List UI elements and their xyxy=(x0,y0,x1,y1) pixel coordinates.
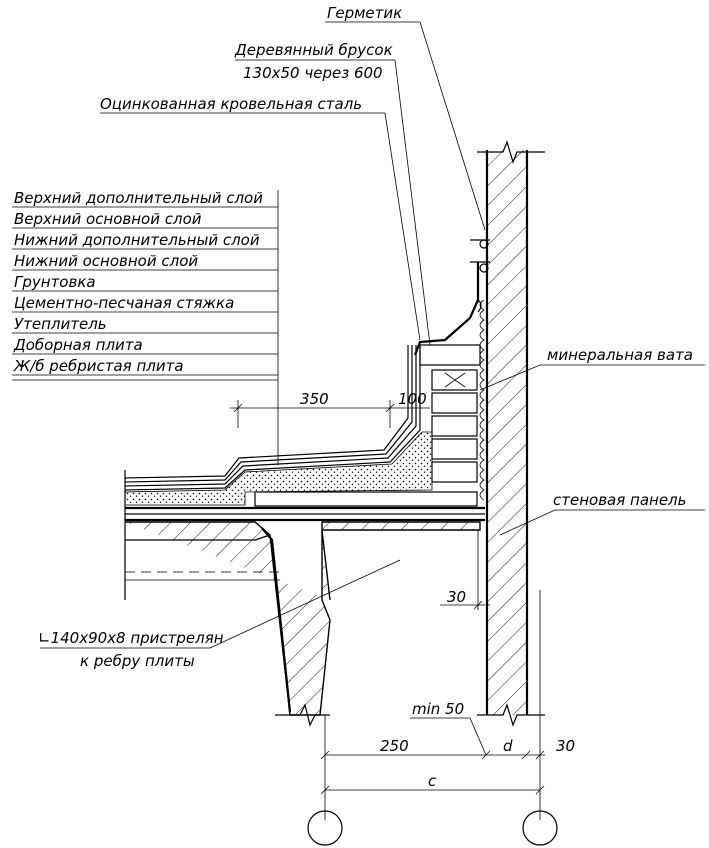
galvanized-flashing xyxy=(413,239,490,356)
leader-lines xyxy=(12,21,705,649)
dim-d: d xyxy=(503,737,513,755)
layer-label: Грунтовка xyxy=(14,273,96,291)
extra-slab xyxy=(125,506,485,522)
dimension-lines xyxy=(230,400,558,846)
cement-screed xyxy=(124,431,433,506)
dim-30-bottom: 30 xyxy=(556,737,575,755)
layer-label: Цементно-песчаная стяжка xyxy=(14,294,234,312)
ribbed-slab xyxy=(124,470,481,727)
label-angle-line2: к ребру плиты xyxy=(80,652,195,670)
layer-label: Верхний основной слой xyxy=(14,210,202,228)
label-wall-panel: стеновая панель xyxy=(553,491,686,509)
dim-min50: min 50 xyxy=(412,700,464,718)
dim-30-mid: 30 xyxy=(447,588,466,606)
roof-membranes xyxy=(124,345,421,491)
dim-100: 100 xyxy=(398,390,427,408)
insulation-block xyxy=(254,491,478,507)
wall-panel xyxy=(477,140,545,727)
axis-marker-left xyxy=(307,810,343,846)
dim-350: 350 xyxy=(300,390,329,408)
layer-label: Утеплитель xyxy=(14,315,107,333)
axis-marker-right xyxy=(522,810,558,846)
label-wood-bar-2: 130х50 через 600 xyxy=(243,64,383,82)
layer-label: Ж/б ребристая плита xyxy=(13,357,184,375)
label-sealant: Герметик xyxy=(327,4,402,22)
layer-label: Верхний дополнительный слой xyxy=(14,189,263,207)
dim-c: c xyxy=(428,772,437,790)
layer-label: Нижний основной слой xyxy=(14,252,198,270)
layer-label: Доборная плита xyxy=(13,336,143,354)
mineral-wool-strip xyxy=(479,299,485,501)
layer-label: Нижний дополнительный слой xyxy=(14,231,260,249)
dim-250: 250 xyxy=(380,737,409,755)
wood-bars xyxy=(419,344,481,483)
label-angle-line1: ∟140х90х8 пристрелян xyxy=(38,629,224,647)
label-mineral-wool: минеральная вата xyxy=(547,346,693,364)
label-wood-bar-1: Деревянный брусок xyxy=(234,41,393,59)
label-galvanized-steel: Оцинкованная кровельная сталь xyxy=(100,95,362,113)
